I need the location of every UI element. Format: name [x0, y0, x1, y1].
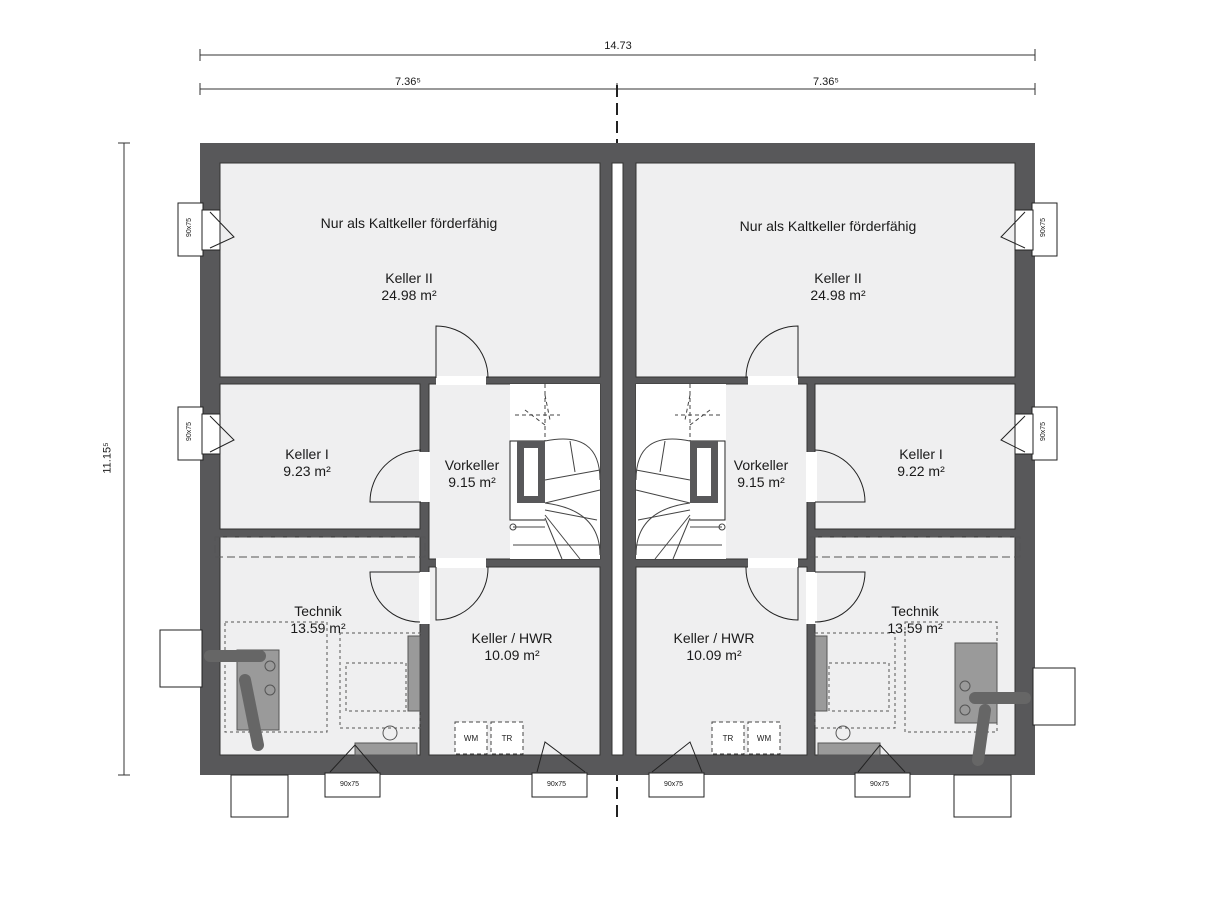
- window-label-1: 90x75: [340, 781, 360, 788]
- left-technik-equipment: [204, 536, 426, 756]
- right-keller1-name: Keller I: [899, 446, 943, 462]
- right-keller1-area: 9.22 m²: [897, 463, 945, 479]
- left-vorkeller-name: Vorkeller: [444, 457, 500, 473]
- right-hwr-area: 10.09 m²: [686, 647, 742, 663]
- window-label-4: 90x75: [870, 781, 890, 788]
- left-keller2-area: 24.98 m²: [381, 287, 437, 303]
- left-doors: [369, 325, 489, 624]
- left-vorkeller-area: 9.15 m²: [448, 474, 496, 490]
- left-staircase: [509, 384, 601, 560]
- left-keller2-note: Nur als Kaltkeller förderfähig: [320, 215, 498, 231]
- right-hwr-name: Keller / HWR: [673, 630, 755, 646]
- left-keller2-name: Keller II: [385, 270, 433, 286]
- right-technik-equipment: [809, 536, 1031, 766]
- left-keller1-name: Keller I: [285, 446, 329, 462]
- left-dryer-label: TR: [501, 734, 513, 743]
- left-hwr-name: Keller / HWR: [471, 630, 553, 646]
- window-label-3: 90x75: [664, 781, 684, 788]
- right-keller2-name: Keller II: [814, 270, 862, 286]
- right-staircase: [635, 384, 726, 560]
- left-hwr-area: 10.09 m²: [484, 647, 540, 663]
- dimension-right-half: 7.36⁵: [813, 76, 839, 88]
- right-technik-name: Technik: [891, 603, 939, 619]
- right-doors: [745, 325, 866, 624]
- left-washer-label: WM: [463, 734, 479, 743]
- side-windows: [159, 202, 1076, 818]
- left-technik-area: 13.59 m²: [290, 620, 346, 636]
- window-label-8: 90x75: [1040, 421, 1048, 442]
- right-keller2-area: 24.98 m²: [810, 287, 866, 303]
- right-vorkeller-name: Vorkeller: [733, 457, 789, 473]
- dimension-height: 11.15⁵: [101, 442, 114, 474]
- party-wall-gap: [611, 162, 624, 756]
- window-label-7: 90x75: [1040, 217, 1048, 238]
- window-label-5: 90x75: [186, 217, 194, 238]
- window-label-2: 90x75: [547, 781, 567, 788]
- dimension-left-half: 7.36⁵: [395, 76, 421, 88]
- dimension-total-width: 14.73: [604, 40, 632, 52]
- right-keller2-note: Nur als Kaltkeller förderfähig: [739, 218, 917, 234]
- right-dryer-label: TR: [722, 734, 734, 743]
- right-technik-area: 13.59 m²: [887, 620, 943, 636]
- left-technik-name: Technik: [294, 603, 342, 619]
- right-washer-label: WM: [756, 734, 772, 743]
- left-keller1-area: 9.23 m²: [283, 463, 331, 479]
- bottom-windows: [324, 741, 911, 798]
- right-vorkeller-area: 9.15 m²: [737, 474, 785, 490]
- laundry-appliances: [454, 721, 781, 755]
- window-label-6: 90x75: [186, 421, 194, 442]
